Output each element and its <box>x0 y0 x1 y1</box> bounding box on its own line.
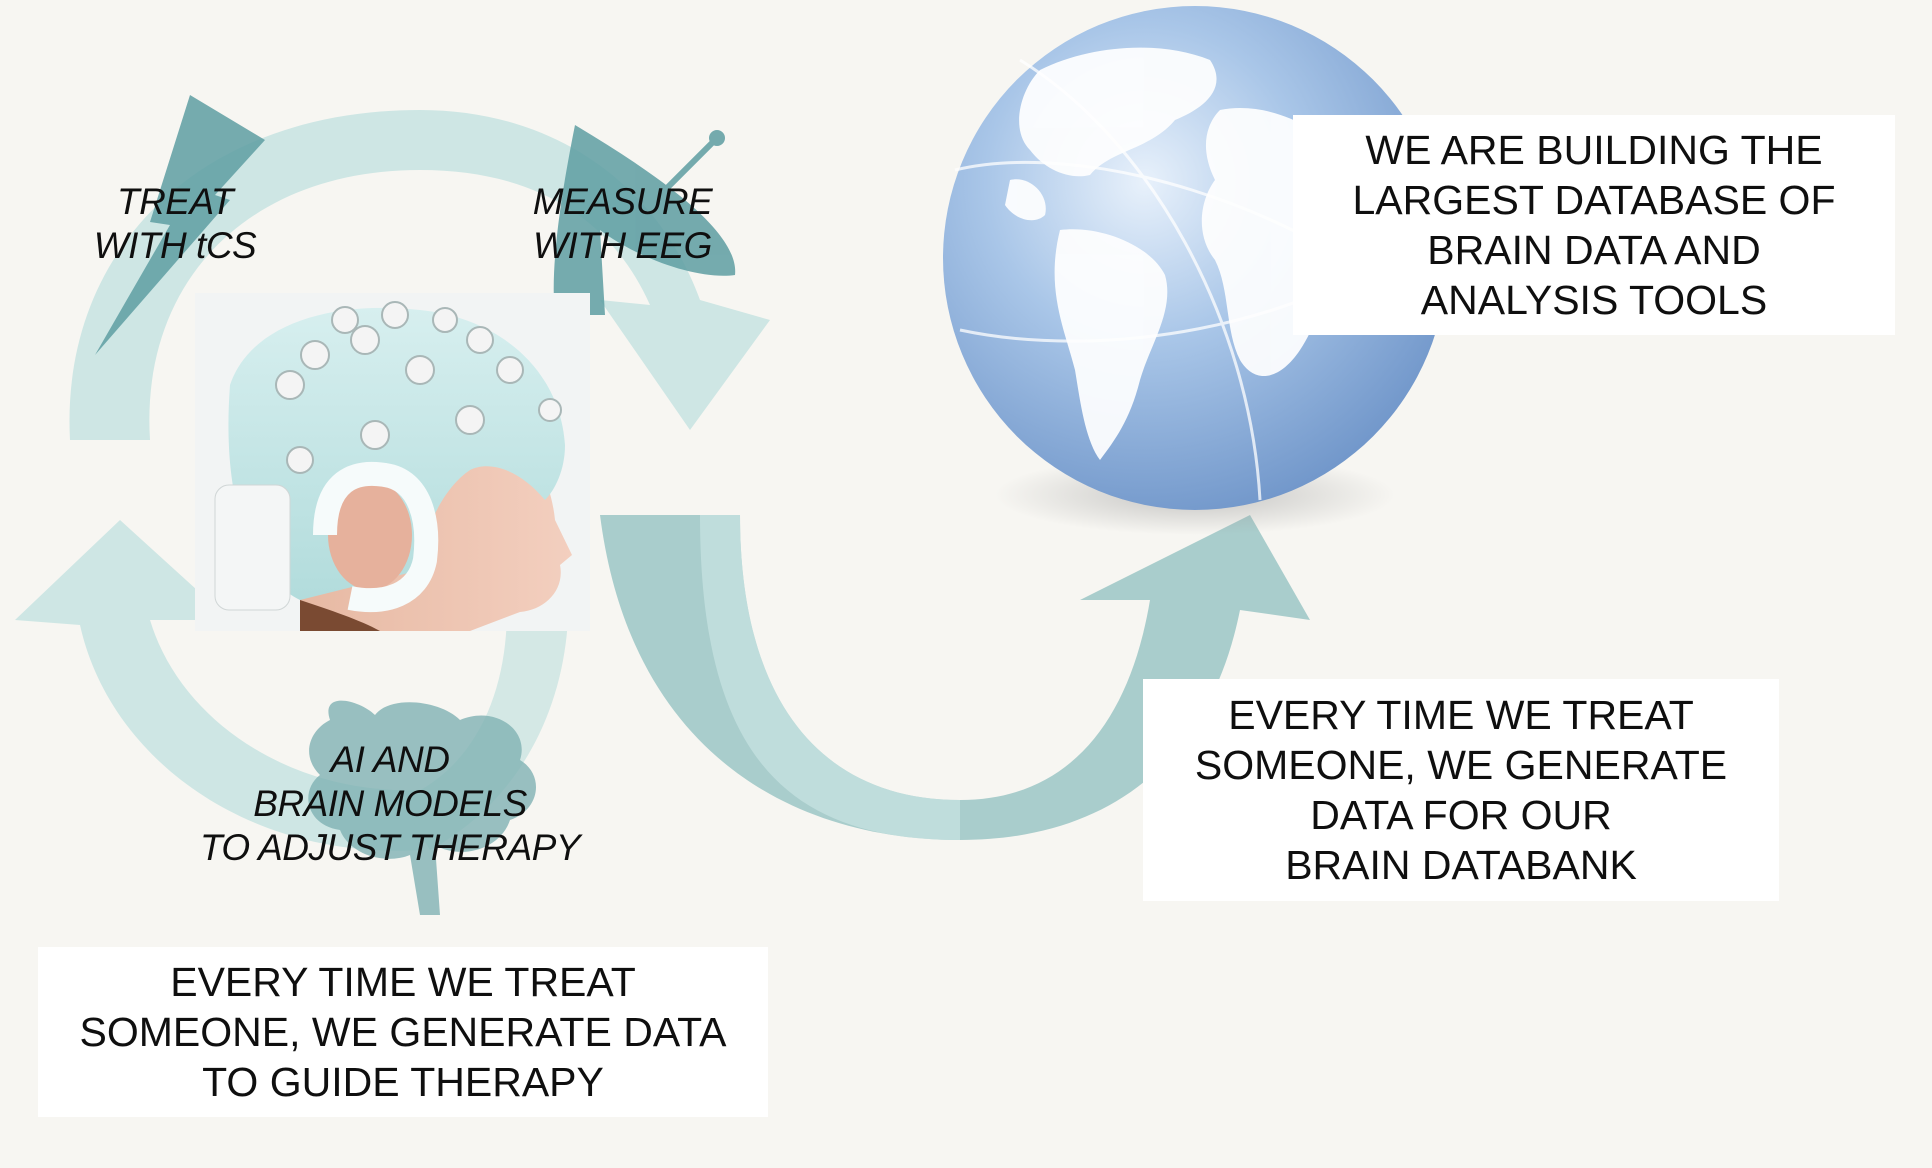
ai-label: AI AND BRAIN MODELS TO ADJUST THERAPY <box>190 738 590 870</box>
treat-label-line-1: TREAT <box>116 181 234 222</box>
therapy-line-1: EVERY TIME WE TREAT <box>170 959 636 1005</box>
flow-arrow-light <box>700 515 960 840</box>
measure-label: MEASURE WITH EEG <box>515 180 730 268</box>
database-line-1: WE ARE BUILDING THE <box>1365 127 1823 173</box>
databank-line-3: DATA FOR OUR <box>1310 792 1612 838</box>
therapy-line-3: TO GUIDE THERAPY <box>202 1059 604 1105</box>
therapy-line-2: SOMEONE, WE GENERATE DATA <box>79 1009 727 1055</box>
database-line-2: LARGEST DATABASE OF <box>1352 177 1836 223</box>
eeg-headset-photo <box>195 293 590 631</box>
therapy-box: EVERY TIME WE TREAT SOMEONE, WE GENERATE… <box>38 947 768 1117</box>
databank-flow-arrow <box>600 515 1310 840</box>
ear <box>328 480 412 590</box>
database-line-4: ANALYSIS TOOLS <box>1420 277 1768 323</box>
brain-tree-icon <box>308 700 537 915</box>
amplifier-module <box>214 484 291 611</box>
databank-line-1: EVERY TIME WE TREAT <box>1228 692 1694 738</box>
measure-label-line-1: MEASURE <box>532 181 713 222</box>
measure-label-line-2: WITH EEG <box>533 225 712 266</box>
eeg-cap <box>228 307 565 600</box>
ai-label-line-1: AI AND <box>330 739 450 780</box>
left-cycle-arrow <box>15 520 420 851</box>
lightning-bolt-icon <box>95 95 265 355</box>
satellite-dish-icon <box>553 125 736 315</box>
databank-box: EVERY TIME WE TREAT SOMEONE, WE GENERATE… <box>1143 679 1779 901</box>
ear-ring <box>313 461 439 613</box>
ai-label-line-3: TO ADJUST THERAPY <box>199 827 581 868</box>
databank-line-4: BRAIN DATABANK <box>1285 842 1637 888</box>
treat-label-line-2: WITH tCS <box>93 225 257 266</box>
ai-label-line-2: BRAIN MODELS <box>253 783 527 824</box>
treat-label: TREAT WITH tCS <box>70 180 280 268</box>
hair <box>300 600 380 631</box>
database-line-3: BRAIN DATA AND <box>1427 227 1761 273</box>
eeg-electrodes <box>275 301 562 474</box>
databank-line-2: SOMEONE, WE GENERATE <box>1194 742 1728 788</box>
database-box: WE ARE BUILDING THE LARGEST DATABASE OF … <box>1293 115 1895 335</box>
